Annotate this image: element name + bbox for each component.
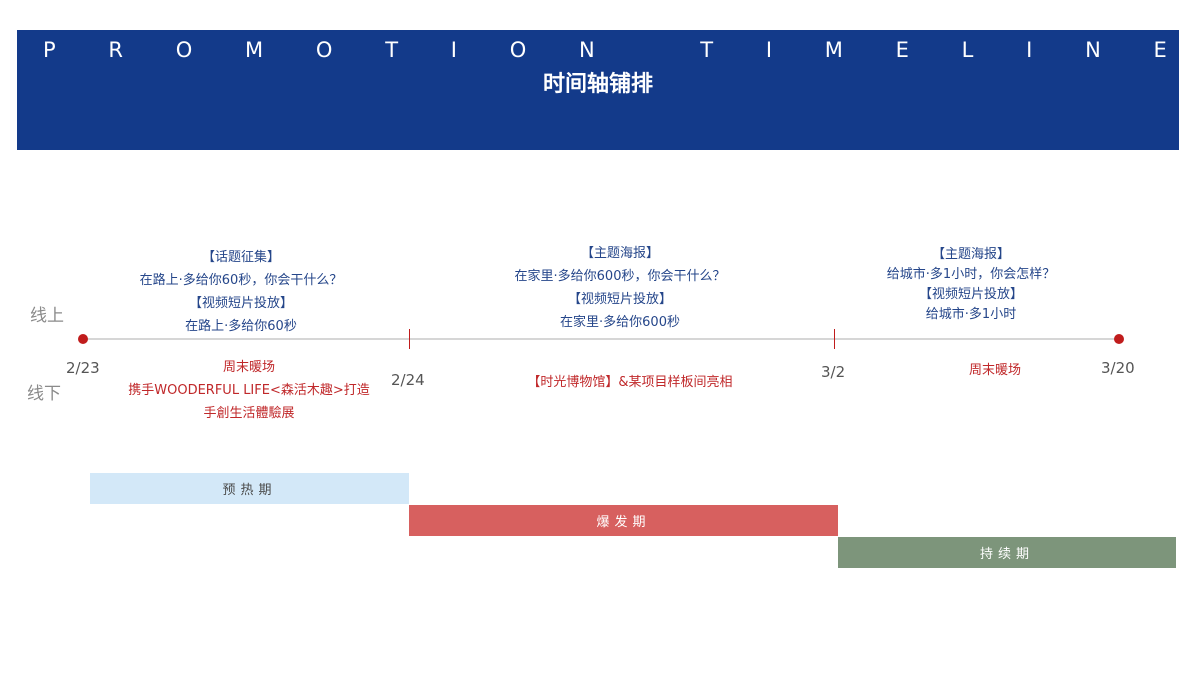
offline-block-warmup: 周末暖场 携手WOODERFUL LIFE<森活木趣>打造 手創生活體驗展 (114, 356, 384, 425)
online-text-line: 【视频短片投放】 (188, 296, 293, 311)
phase-label: 持续期 (979, 547, 1034, 562)
offline-block-sustain: 周末暖场 (940, 359, 1050, 382)
online-row-label: 线上 (30, 306, 64, 326)
online-text-line: 给城市·多1小时 (925, 307, 1017, 322)
phase-bar-warmup: 预热期 (90, 473, 409, 504)
online-text-line: 在路上·多给你60秒，你会干什么？ (139, 273, 343, 288)
title-letter: M (245, 38, 264, 62)
online-text-line: 给城市·多1小时，你会怎样？ (886, 267, 1056, 282)
header-title: P R O M O T I O N T I M E L I N E (43, 38, 1167, 66)
date-label-start: 2/23 (66, 359, 100, 377)
online-text-line: 【视频短片投放】 (567, 292, 672, 307)
online-block-sustain: 【主题海报】 给城市·多1小时，你会怎样？ 【视频短片投放】 给城市·多1小时 (856, 245, 1086, 325)
online-block-warmup: 【话题征集】 在路上·多给你60秒，你会干什么？ 【视频短片投放】 在路上·多给… (111, 246, 371, 338)
timeline-end-dot (1114, 334, 1124, 344)
online-text-line: 在路上·多给你60秒 (185, 319, 297, 334)
offline-row-label: 线下 (27, 384, 61, 404)
title-letter: N (1085, 38, 1101, 62)
title-letter: O (175, 38, 193, 62)
title-letter: P (43, 38, 56, 62)
header-subtitle: 时间轴铺排 (542, 72, 653, 97)
date-label-end: 3/20 (1101, 359, 1135, 377)
online-text-line: 在家里·多给你600秒，你会干什么？ (514, 269, 726, 284)
phase-bar-burst: 爆发期 (409, 505, 838, 536)
timeline-tick-2-24 (409, 329, 410, 349)
offline-text-line: 周末暖场 (222, 360, 275, 375)
title-letter: L (961, 38, 974, 62)
title-letter: I (450, 38, 457, 62)
online-text-line: 【视频短片投放】 (918, 287, 1023, 302)
phase-label: 爆发期 (596, 515, 651, 530)
title-letter: I (1026, 38, 1033, 62)
offline-text-line: 手創生活體驗展 (203, 406, 295, 421)
online-text-line: 【话题征集】 (201, 250, 280, 265)
online-text-line: 【主题海报】 (931, 247, 1010, 262)
title-letter: E (1153, 38, 1167, 62)
offline-text-line: 周末暖场 (968, 363, 1021, 378)
offline-text-line: 携手WOODERFUL LIFE<森活木趣>打造 (128, 383, 370, 398)
timeline-axis (83, 338, 1119, 340)
title-letter: R (108, 38, 124, 62)
title-letter: O (509, 38, 527, 62)
date-label-2-24: 2/24 (391, 371, 425, 389)
title-letter: M (824, 38, 843, 62)
timeline-start-dot (78, 334, 88, 344)
online-text-line: 在家里·多给你600秒 (560, 315, 680, 330)
timeline-tick-3-2 (834, 329, 835, 349)
online-text-line: 【主题海报】 (580, 246, 659, 261)
offline-text-line: 【时光博物馆】&某项目样板间亮相 (527, 375, 733, 390)
title-letter: E (895, 38, 909, 62)
title-letter: N (579, 38, 595, 62)
title-letter: T (385, 38, 399, 62)
header-banner: P R O M O T I O N T I M E L I N E 时间轴铺排 (17, 30, 1179, 150)
title-letter: T (700, 38, 714, 62)
offline-block-burst: 【时光博物馆】&某项目样板间亮相 (490, 371, 770, 394)
date-label-3-2: 3/2 (821, 363, 846, 381)
phase-bar-sustain: 持续期 (838, 537, 1176, 568)
title-letter: O (315, 38, 333, 62)
title-letter: I (765, 38, 773, 62)
phase-label: 预热期 (222, 483, 277, 498)
online-block-burst: 【主题海报】 在家里·多给你600秒，你会干什么？ 【视频短片投放】 在家里·多… (480, 242, 760, 334)
